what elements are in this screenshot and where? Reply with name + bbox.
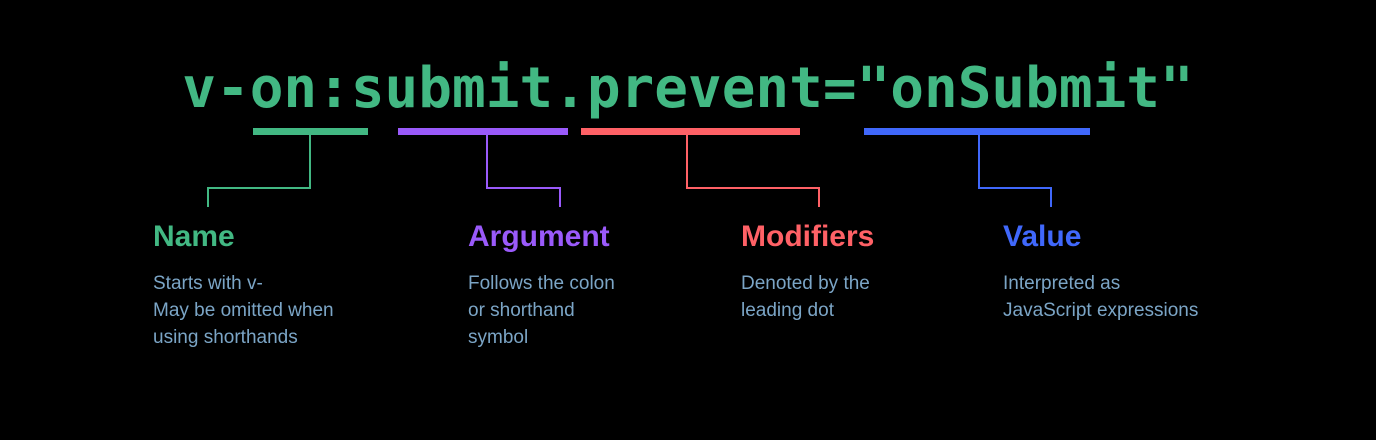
annotation-title-argument: Argument <box>468 220 610 253</box>
annotation-title-value: Value <box>1003 220 1082 253</box>
elbow-line-name <box>207 135 311 207</box>
underline-bar-modifiers <box>581 128 800 135</box>
annotation-desc-name: Starts with v- May be omitted when using… <box>153 273 334 348</box>
underline-bar-name <box>253 128 368 135</box>
connector-value <box>864 128 1090 207</box>
annotation-desc-argument: Follows the colon or shorthand symbol <box>468 273 615 348</box>
connector-argument <box>398 128 568 207</box>
annotation-modifiers: Modifiers Denoted by the leading dot <box>741 218 991 324</box>
underline-bar-value <box>864 128 1090 135</box>
annotation-name: Name Starts with v- May be omitted when … <box>153 218 453 351</box>
annotation-title-modifiers: Modifiers <box>741 220 875 253</box>
underline-bar-argument <box>398 128 568 135</box>
connector-name <box>207 128 368 207</box>
annotation-argument: Argument Follows the colon or shorthand … <box>468 218 718 351</box>
annotation-desc-value: Interpreted as JavaScript expressions <box>1003 273 1199 321</box>
elbow-line-argument <box>486 135 561 207</box>
connector-modifiers <box>581 128 820 207</box>
annotation-desc-modifiers: Denoted by the leading dot <box>741 273 870 321</box>
annotation-value: Value Interpreted as JavaScript expressi… <box>1003 218 1323 324</box>
annotation-title-name: Name <box>153 220 235 253</box>
elbow-line-value <box>978 135 1052 207</box>
code-expression: v-on:submit.prevent="onSubmit" <box>182 56 1194 121</box>
elbow-line-modifiers <box>686 135 820 207</box>
